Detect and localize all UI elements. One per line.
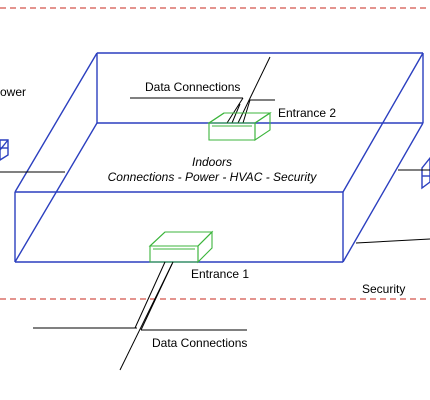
entrance-2-box bbox=[207, 111, 272, 142]
building-edge bbox=[342, 52, 424, 193]
entrance-2-label: Entrance 2 bbox=[278, 106, 336, 120]
building-edge bbox=[14, 52, 98, 193]
data-connections-top-label: Data Connections bbox=[145, 80, 240, 94]
building-edge bbox=[14, 122, 98, 263]
entrance-1-box bbox=[148, 230, 214, 264]
building-outline bbox=[14, 52, 424, 263]
building-edge bbox=[342, 122, 424, 263]
indoors-title: Indoors bbox=[192, 155, 232, 169]
security-wire-lower bbox=[355, 238, 430, 244]
power-label: ower bbox=[0, 85, 26, 99]
left-power-device bbox=[0, 139, 9, 161]
security-label: Security bbox=[362, 282, 405, 296]
bottom-data-connection-wiring bbox=[33, 261, 247, 371]
right-security-device bbox=[421, 156, 430, 190]
data-connections-bottom-label: Data Connections bbox=[152, 336, 247, 350]
entrance-1-label: Entrance 1 bbox=[191, 267, 249, 281]
indoors-subtitle: Connections - Power - HVAC - Security bbox=[108, 170, 318, 184]
